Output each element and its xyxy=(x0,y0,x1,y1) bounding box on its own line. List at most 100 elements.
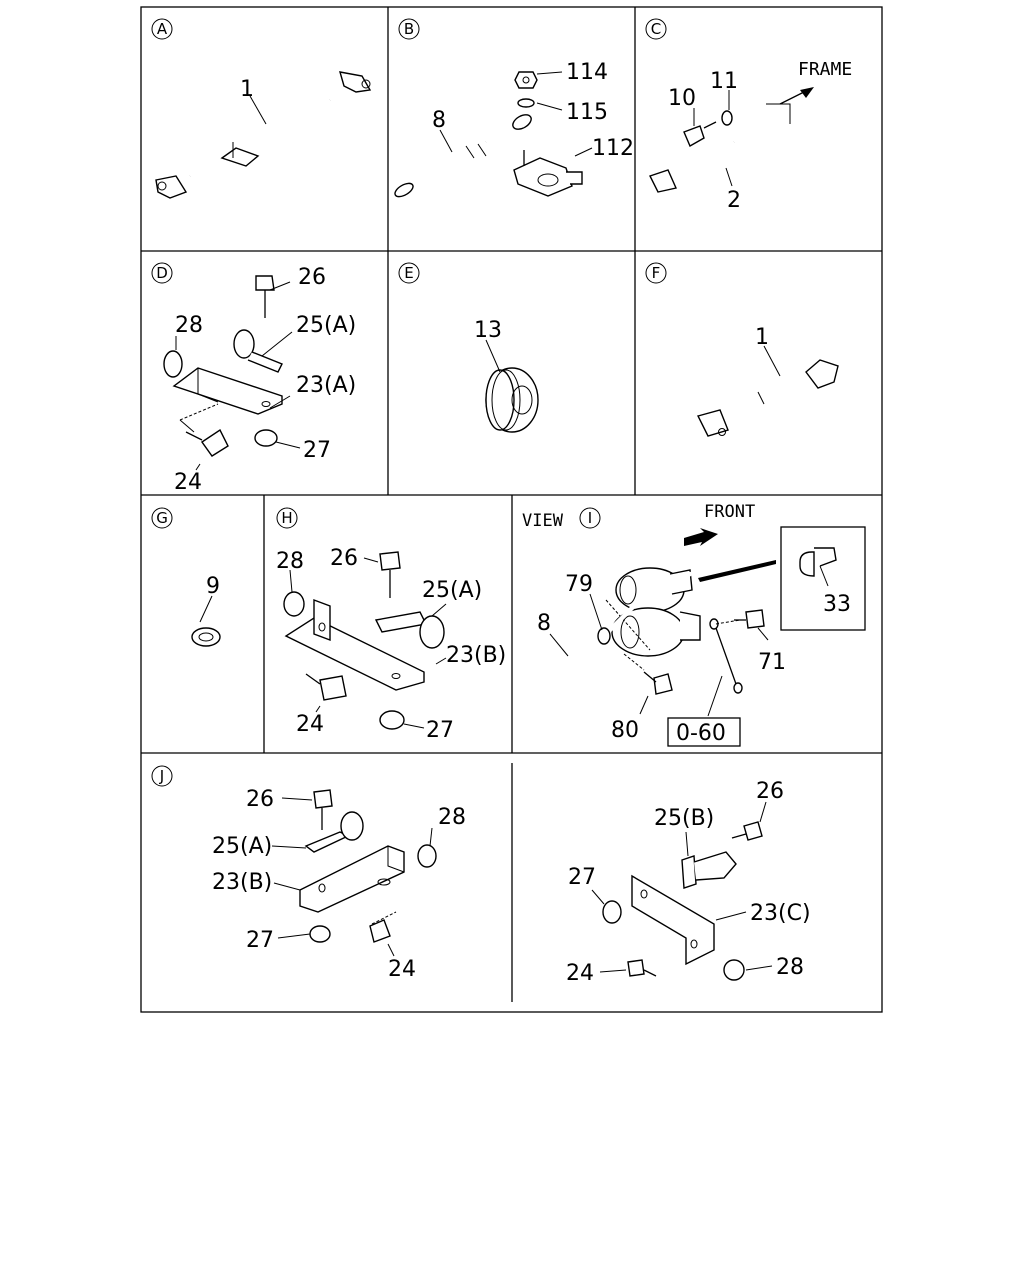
bracket-23b-j xyxy=(299,845,405,913)
section-marker-g: G xyxy=(151,507,173,529)
bolt-26-h xyxy=(379,551,401,598)
nut-27-h xyxy=(379,710,405,730)
label-j1-24: 24 xyxy=(388,957,416,982)
section-letter: C xyxy=(651,20,661,38)
label-i-79: 79 xyxy=(565,572,593,597)
washer-11 xyxy=(721,110,733,126)
battery-cable-a xyxy=(155,71,372,199)
section-letter: H xyxy=(281,509,292,527)
label-c-10: 10 xyxy=(668,86,696,111)
section-letter: E xyxy=(404,264,413,282)
label-d-24: 24 xyxy=(174,470,202,495)
section-marker-f: F xyxy=(645,262,667,284)
label-j1-28: 28 xyxy=(438,805,466,830)
clip-25a-d xyxy=(233,329,283,373)
bracket-23c xyxy=(631,874,715,966)
label-h-24: 24 xyxy=(296,712,324,737)
label-e-13: 13 xyxy=(474,318,502,343)
bolt-26-d xyxy=(255,275,275,318)
label-j1-25a: 25(A) xyxy=(212,834,272,859)
nut-27-d xyxy=(254,429,278,447)
label-c-11: 11 xyxy=(710,69,738,94)
label-h-23b: 23(B) xyxy=(446,643,506,668)
label-d-25a: 25(A) xyxy=(296,313,356,338)
label-d-26: 26 xyxy=(298,265,326,290)
bolt-24-j1 xyxy=(369,911,397,943)
front-label: FRONT xyxy=(704,502,755,522)
nut-28-j2 xyxy=(723,959,745,981)
label-i-80: 80 xyxy=(611,718,639,743)
nut-114 xyxy=(514,71,538,89)
section-marker-e: E xyxy=(398,262,420,284)
section-letter: G xyxy=(156,509,168,527)
label-j2-23c: 23(C) xyxy=(750,901,811,926)
label-j2-26: 26 xyxy=(756,779,784,804)
bolt-24-j2 xyxy=(627,959,657,977)
nut-28-d xyxy=(163,350,183,378)
section-marker-a: A xyxy=(151,18,173,40)
bolt-26-j2 xyxy=(731,821,763,841)
label-d-28: 28 xyxy=(175,313,203,338)
bolt-26-j1 xyxy=(313,789,333,830)
label-d-23a: 23(A) xyxy=(296,373,356,398)
label-f-1: 1 xyxy=(755,325,769,350)
label-b-112: 112 xyxy=(592,136,634,161)
ground-cable-060 xyxy=(709,618,743,694)
label-j1-27: 27 xyxy=(246,928,274,953)
nut-28-j1 xyxy=(417,844,437,868)
label-j2-24: 24 xyxy=(566,961,594,986)
section-marker-j: J xyxy=(151,765,173,787)
label-d-27: 27 xyxy=(303,438,331,463)
section-letter: D xyxy=(156,264,168,282)
bolt-71 xyxy=(734,609,765,629)
label-h-28: 28 xyxy=(276,549,304,574)
label-h-27: 27 xyxy=(426,718,454,743)
label-g-9: 9 xyxy=(206,574,220,599)
bolt-24-h xyxy=(305,673,347,701)
clip-25a-h xyxy=(374,611,445,649)
label-b-8: 8 xyxy=(432,108,446,133)
label-c-2: 2 xyxy=(727,188,741,213)
label-i-71: 71 xyxy=(758,650,786,675)
grid-frame xyxy=(140,6,883,1013)
detail-box-33 xyxy=(780,526,866,631)
battery-cable-f xyxy=(696,359,839,437)
grommet-13 xyxy=(485,367,539,433)
label-i-8: 8 xyxy=(537,611,551,636)
label-j1-23b: 23(B) xyxy=(212,870,272,895)
bolt-80 xyxy=(623,653,673,695)
frame-arrow xyxy=(779,87,814,105)
label-a-1: 1 xyxy=(240,77,254,102)
frame-label: FRAME xyxy=(798,59,852,80)
clip-25b xyxy=(681,851,737,889)
label-j2-28: 28 xyxy=(776,955,804,980)
section-marker-d: D xyxy=(151,262,173,284)
section-marker-c: C xyxy=(645,18,667,40)
section-letter: I xyxy=(588,509,592,527)
bolt-10 xyxy=(683,121,717,147)
terminal-112 xyxy=(513,150,583,197)
label-b-115: 115 xyxy=(566,100,608,125)
section-letter: F xyxy=(652,264,661,282)
label-j2-25b: 25(B) xyxy=(654,806,714,831)
label-i-33: 33 xyxy=(823,592,851,617)
section-marker-h: H xyxy=(276,507,298,529)
label-j2-27: 27 xyxy=(568,865,596,890)
bolt-24-d xyxy=(185,428,229,457)
bracket-23a xyxy=(172,367,283,415)
label-h-26: 26 xyxy=(330,546,358,571)
label-h-25a: 25(A) xyxy=(422,578,482,603)
label-j1-26: 26 xyxy=(246,787,274,812)
nut-27-j1 xyxy=(309,925,331,943)
bracket-23b-h xyxy=(284,598,425,691)
view-prefix: VIEW xyxy=(522,511,564,531)
section-marker-b: B xyxy=(398,18,420,40)
label-b-114: 114 xyxy=(566,60,608,85)
starter-motor xyxy=(605,567,701,657)
section-letter: J xyxy=(159,767,164,785)
front-arrow xyxy=(684,528,718,546)
cable-2-c xyxy=(649,103,793,193)
clip-25a-j1 xyxy=(304,811,364,853)
nut-28-h xyxy=(283,591,305,617)
